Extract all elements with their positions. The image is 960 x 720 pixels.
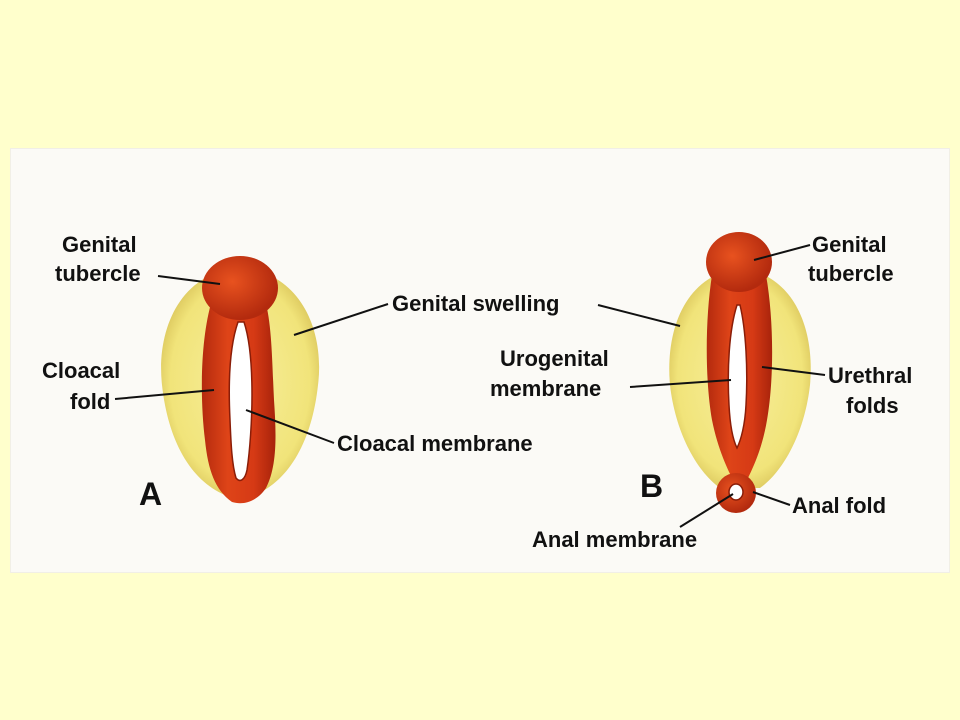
- leader-anal-fold-b: [752, 491, 791, 506]
- panel-label-b: B: [640, 468, 663, 504]
- leader-genital-swelling-a: [293, 303, 389, 336]
- label-cloacal-fold-a-line1: Cloacal: [42, 358, 120, 383]
- label-urethral-folds-line1: Urethral: [828, 363, 912, 388]
- label-anal-fold: Anal fold: [792, 493, 886, 518]
- label-urogenital-membrane-line1: Urogenital: [500, 346, 609, 371]
- label-genital-swelling: Genital swelling: [392, 291, 559, 316]
- label-urethral-folds-line2: folds: [846, 393, 899, 418]
- urogenital-membrane-b: [727, 304, 748, 450]
- anal-membrane-b: [728, 483, 744, 501]
- label-urogenital-membrane-line2: membrane: [490, 376, 601, 401]
- cloacal-membrane-a: [228, 321, 253, 482]
- label-genital-tubercle-a-line2: tubercle: [55, 261, 141, 286]
- leader-anal-membrane-b: [679, 493, 734, 528]
- label-genital-tubercle-b-line2: tubercle: [808, 261, 894, 286]
- leader-cloacal-fold-a: [114, 389, 215, 400]
- leader-genital-tubercle-b: [753, 244, 811, 261]
- leader-genital-swelling-b: [597, 304, 681, 327]
- genital-tubercle-a: [202, 256, 278, 320]
- label-genital-tubercle-a-line1: Genital: [62, 232, 137, 257]
- label-cloacal-fold-a-line2: fold: [70, 389, 110, 414]
- figure-a: Genital tubercle Genital swelling Cloaca…: [42, 232, 559, 512]
- label-anal-membrane: Anal membrane: [532, 527, 697, 552]
- leader-cloacal-membrane-a: [245, 409, 335, 444]
- genital-tubercle-b: [706, 232, 772, 292]
- label-cloacal-membrane: Cloacal membrane: [337, 431, 533, 456]
- panel-label-a: A: [139, 476, 162, 512]
- leader-genital-tubercle-a: [157, 275, 221, 285]
- leader-urethral-folds-b: [761, 366, 826, 376]
- label-genital-tubercle-b-line1: Genital: [812, 232, 887, 257]
- figure-b: Genital tubercle Urogenital membrane Ure…: [490, 232, 912, 552]
- leader-urogenital-membrane-b: [629, 379, 732, 388]
